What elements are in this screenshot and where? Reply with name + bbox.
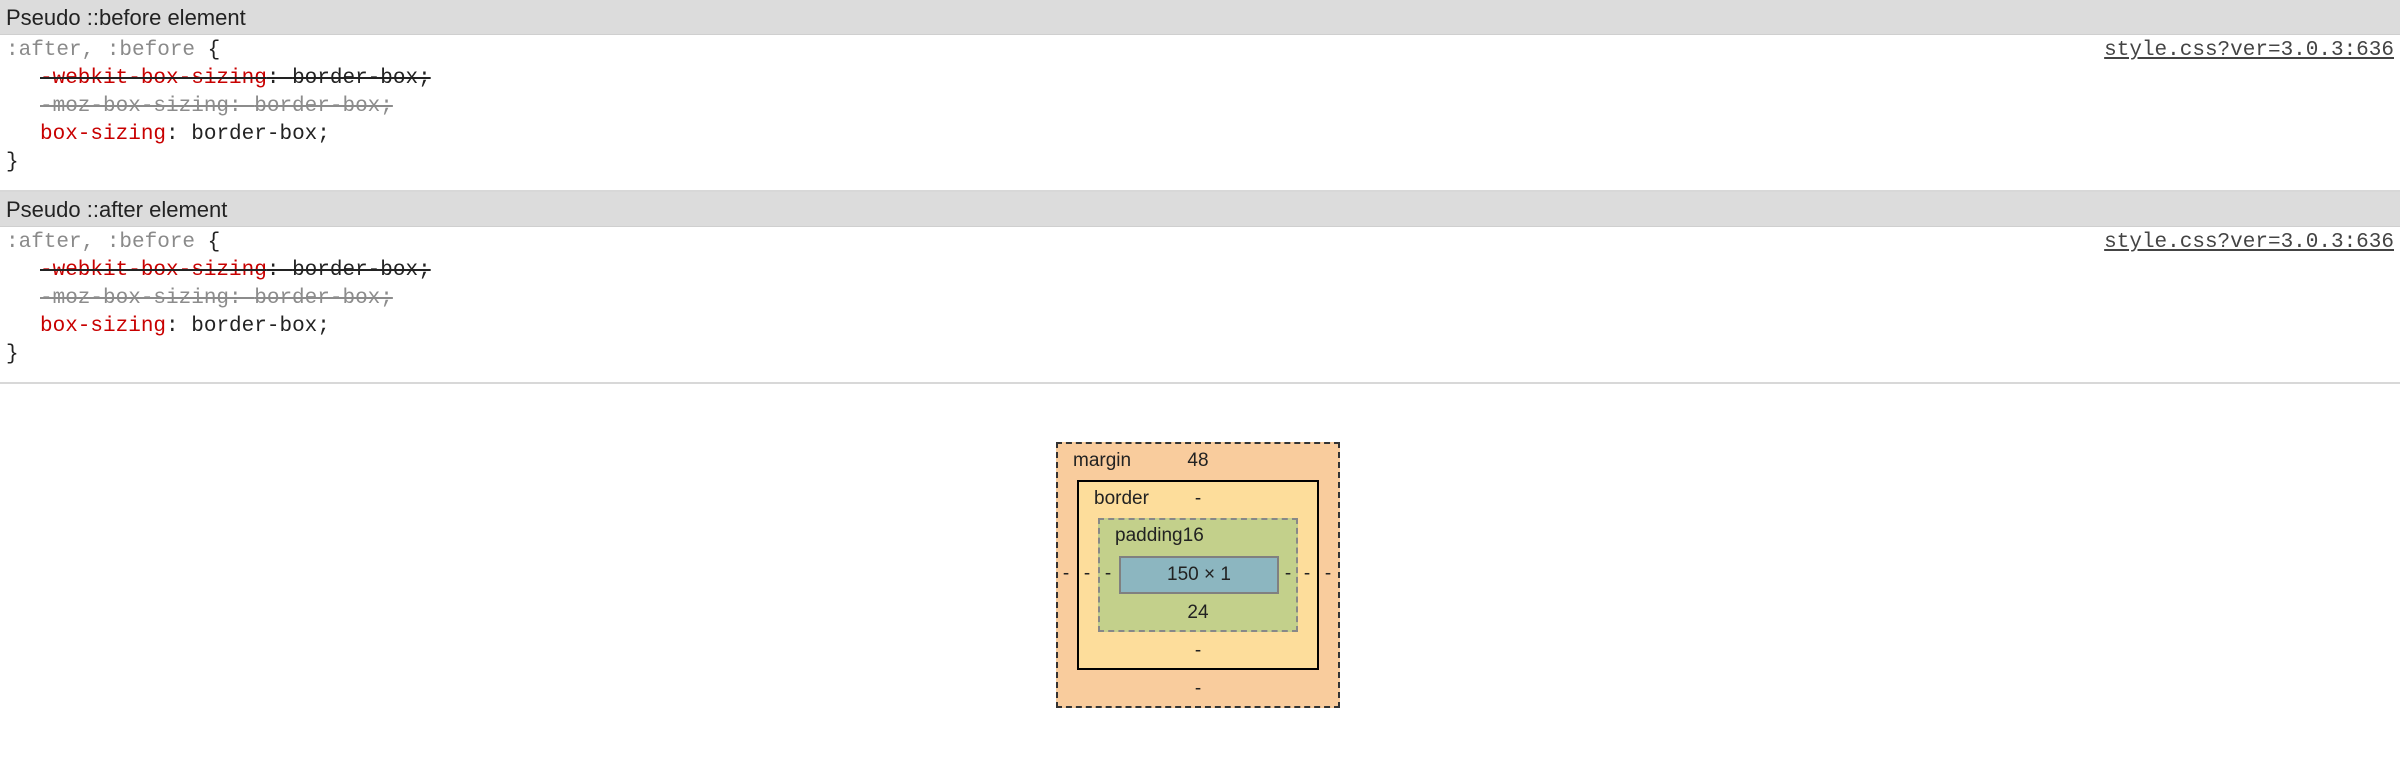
property-value[interactable]: border-box;: [292, 259, 431, 282]
rule-selector-line: :after, :before {: [6, 231, 220, 255]
box-model-padding[interactable]: padding16 - - 24 150 × 1: [1098, 518, 1298, 632]
declaration-box-sizing[interactable]: box-sizing: border-box;: [40, 315, 330, 339]
border-right-value[interactable]: -: [1303, 563, 1311, 584]
margin-top-value[interactable]: 48: [1187, 450, 1209, 471]
padding-left-value[interactable]: -: [1104, 563, 1112, 584]
box-model-content[interactable]: 150 × 1: [1119, 556, 1279, 594]
property-value[interactable]: border-box;: [191, 123, 330, 146]
margin-bottom-value[interactable]: -: [1194, 678, 1202, 699]
separator: :: [166, 315, 192, 338]
close-brace: }: [6, 151, 19, 174]
padding-bottom-value[interactable]: 24: [1187, 602, 1209, 623]
separator: :: [229, 95, 255, 118]
property-value[interactable]: border-box;: [254, 95, 393, 118]
rule-selector[interactable]: :after, :before: [6, 231, 196, 254]
property-name[interactable]: -webkit-box-sizing: [40, 67, 267, 90]
source-link[interactable]: style.css?ver=3.0.3:636: [2104, 39, 2394, 62]
box-model-margin[interactable]: margin 48 - - - border - - - - padding16…: [1056, 442, 1340, 708]
separator: :: [166, 123, 192, 146]
property-name[interactable]: box-sizing: [40, 123, 167, 146]
section-header-after: Pseudo ::after element: [0, 192, 2400, 227]
property-name[interactable]: box-sizing: [40, 315, 167, 338]
separator: :: [266, 67, 293, 90]
border-left-value[interactable]: -: [1083, 563, 1091, 584]
property-name[interactable]: -webkit-box-sizing: [40, 259, 267, 282]
border-bottom-value[interactable]: -: [1194, 640, 1202, 661]
property-name[interactable]: -moz-box-sizing: [40, 287, 230, 310]
border-label: border: [1094, 488, 1149, 509]
border-top-value[interactable]: -: [1194, 488, 1202, 509]
property-name[interactable]: -moz-box-sizing: [40, 95, 230, 118]
rule-selector[interactable]: :after, :before: [6, 39, 196, 62]
section-header-before: Pseudo ::before element: [0, 0, 2400, 35]
box-model-border[interactable]: border - - - - padding16 - - 24 150 × 1: [1077, 480, 1319, 670]
declaration-moz-box-sizing[interactable]: -moz-box-sizing: border-box;: [40, 95, 393, 119]
rule-selector-line: :after, :before {: [6, 39, 220, 63]
property-value[interactable]: border-box;: [292, 67, 431, 90]
margin-label: margin: [1073, 450, 1132, 471]
declaration-moz-box-sizing[interactable]: -moz-box-sizing: border-box;: [40, 287, 393, 311]
box-model-diagram: margin 48 - - - border - - - - padding16…: [1056, 442, 1340, 708]
margin-right-value[interactable]: -: [1324, 563, 1332, 584]
declaration-webkit-box-sizing[interactable]: -webkit-box-sizing: border-box;: [40, 67, 431, 91]
open-brace: {: [207, 231, 221, 254]
property-value[interactable]: border-box;: [191, 315, 330, 338]
padding-top-value[interactable]: 16: [1182, 525, 1204, 546]
margin-left-value[interactable]: -: [1062, 563, 1070, 584]
css-rule-before: :after, :before { style.css?ver=3.0.3:63…: [0, 35, 2400, 192]
declaration-box-sizing[interactable]: box-sizing: border-box;: [40, 123, 330, 147]
property-value[interactable]: border-box;: [254, 287, 393, 310]
separator: :: [266, 259, 293, 282]
css-rule-after: :after, :before { style.css?ver=3.0.3:63…: [0, 227, 2400, 384]
padding-label: padding16: [1115, 525, 1204, 546]
padding-right-value[interactable]: -: [1284, 563, 1292, 584]
source-link[interactable]: style.css?ver=3.0.3:636: [2104, 231, 2394, 254]
separator: :: [229, 287, 255, 310]
declaration-webkit-box-sizing[interactable]: -webkit-box-sizing: border-box;: [40, 259, 431, 283]
open-brace: {: [207, 39, 221, 62]
close-brace: }: [6, 343, 19, 366]
